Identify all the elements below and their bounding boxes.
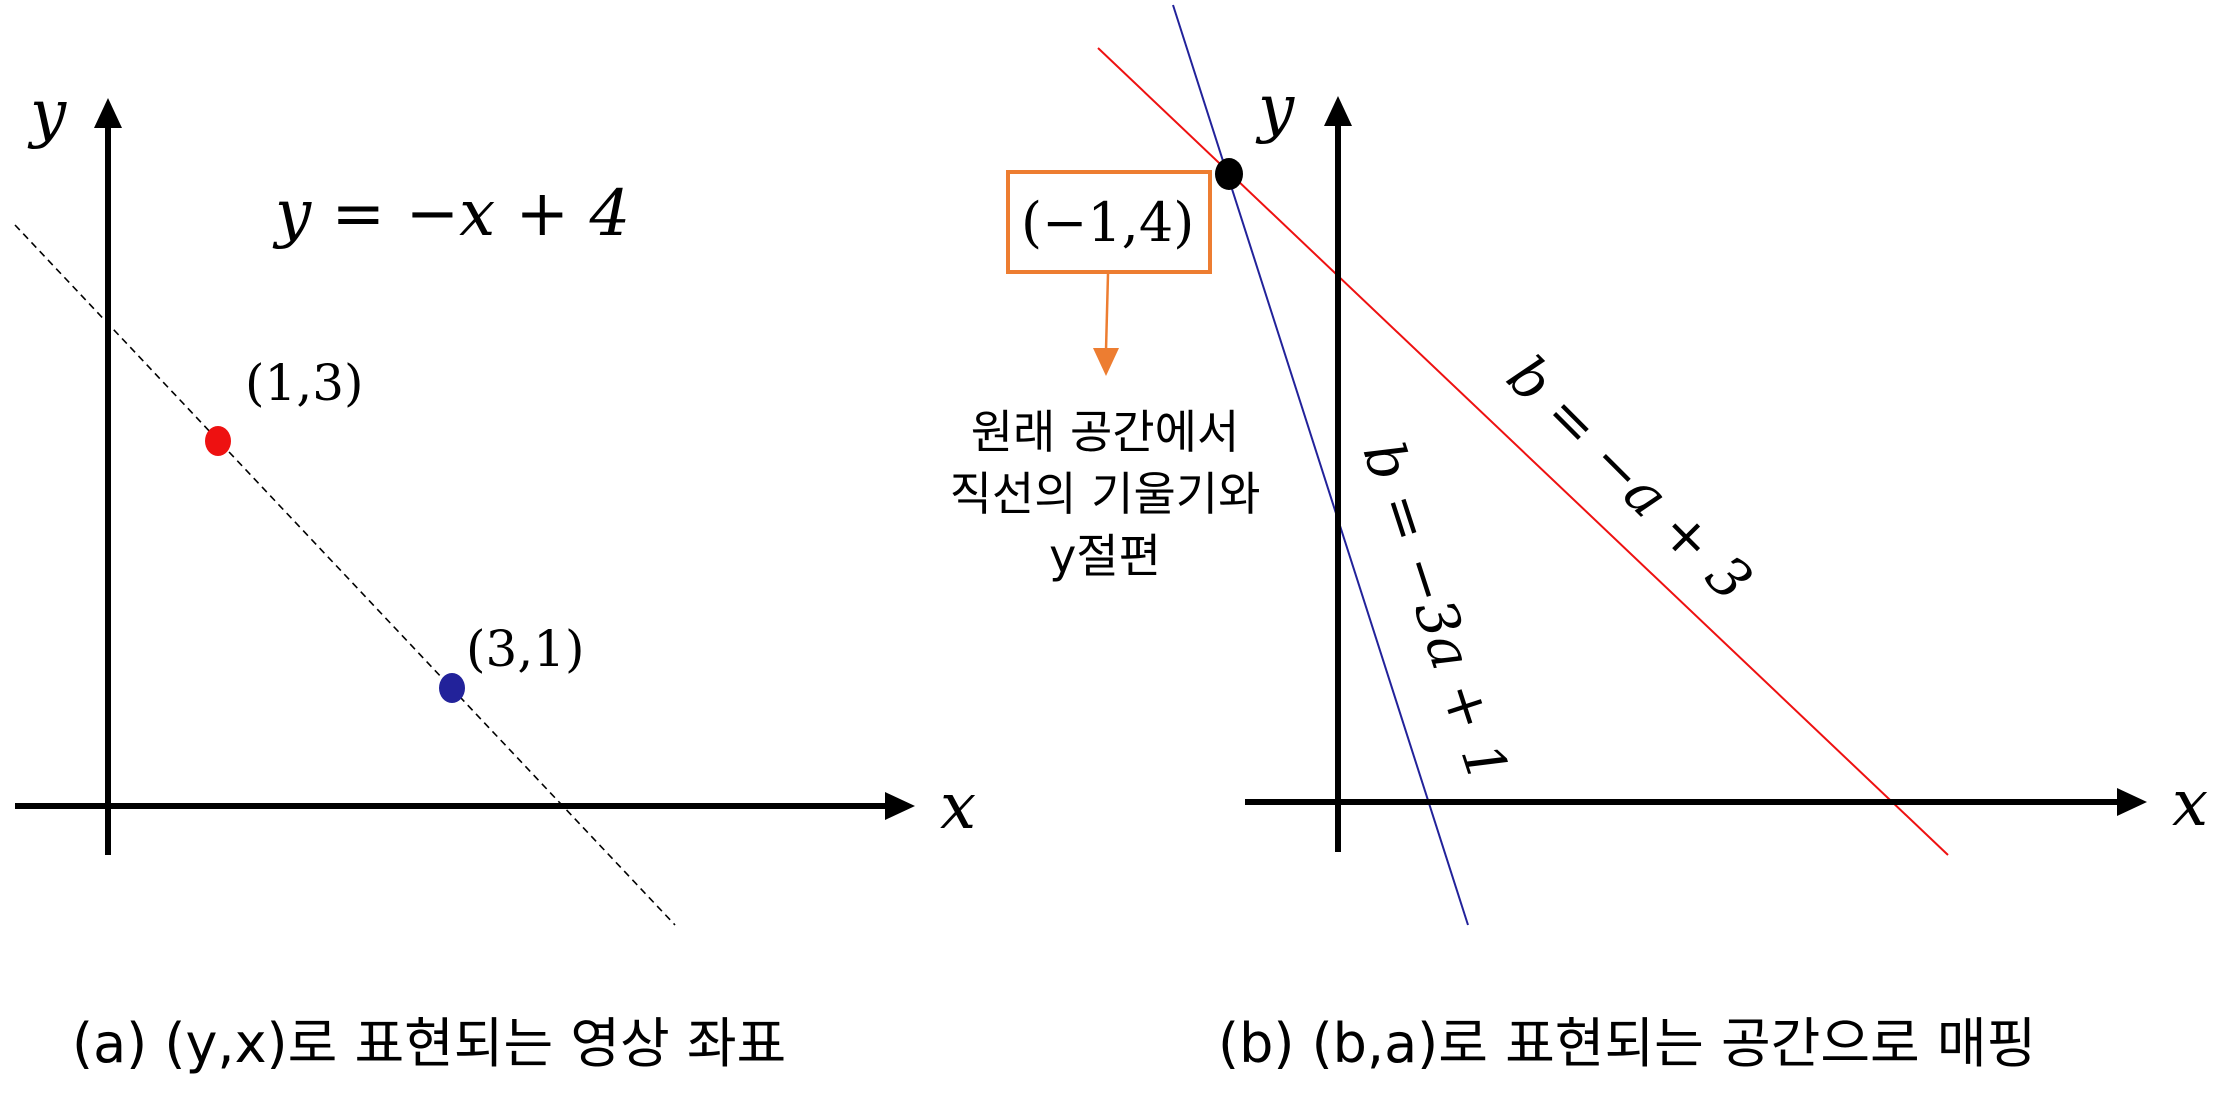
panel-a-x-axis-label: x [940, 770, 976, 844]
panel-b: (−1,4) 원래 공간에서 직선의 기울기와 y절편 y x b = −3a … [950, 4, 2208, 1075]
panel-b-x-axis-label: x [2172, 767, 2208, 841]
panel-b-y-axis-arrowhead [1324, 96, 1352, 126]
panel-b-point-label-box [1006, 170, 1212, 274]
panel-b-red-line-label: b = −a + 3 [1494, 344, 1764, 614]
panel-a-point2-label: (3,1) [466, 620, 585, 678]
panel-b-note-line-3: y절편 [1049, 529, 1161, 583]
panel-a-y-axis-arrowhead [94, 98, 122, 128]
panel-a-blue-point [439, 673, 465, 703]
panel-a-caption: (a) (y,x)로 표현되는 영상 좌표 [72, 1012, 786, 1075]
panel-b-note-line-1: 원래 공간에서 [971, 405, 1240, 459]
panel-b-point-label: (−1,4) [1021, 191, 1194, 254]
panel-a-x-axis-arrowhead [885, 792, 915, 820]
panel-b-caption: (b) (b,a)로 표현되는 공간으로 매핑 [1218, 1012, 2036, 1075]
panel-b-blue-line-label: b = −3a + 1 [1350, 434, 1521, 789]
panel-b-blue-line [1172, 4, 1469, 926]
panel-b-note-line-2: 직선의 기울기와 [950, 467, 1261, 521]
panel-b-intersection-point [1215, 158, 1243, 190]
panel-a-dashed-line [14, 224, 676, 926]
panel-a-y-axis-label: y [27, 77, 67, 151]
panel-b-note-arrow-shaft [1104, 273, 1110, 351]
panel-b-note-arrow-head [1093, 348, 1119, 376]
panel-b-y-axis-label: y [1255, 72, 1295, 146]
panel-a-red-point [205, 426, 231, 456]
panel-a-point1-label: (1,3) [245, 354, 364, 412]
panel-a-equation: y = −x + 4 [272, 177, 630, 251]
panel-a: y x y = −x + 4 (1,3) (3,1) (a) (y,x)로 표현… [14, 77, 976, 1075]
panel-b-x-axis-arrowhead [2117, 788, 2147, 816]
